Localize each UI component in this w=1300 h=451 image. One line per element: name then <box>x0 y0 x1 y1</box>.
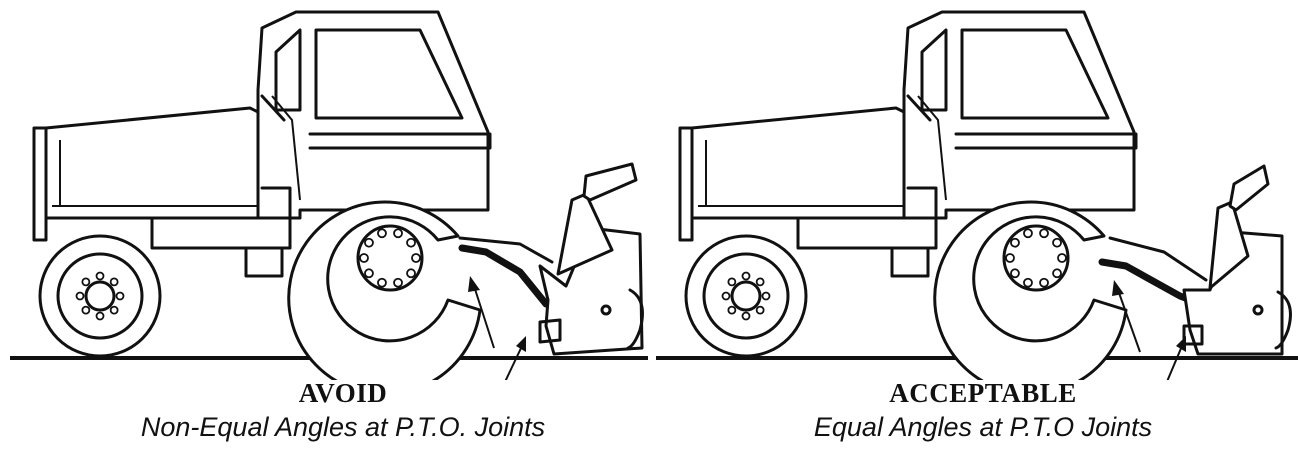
tractor-acceptable-illustration <box>650 0 1300 380</box>
lug-bolt <box>82 307 89 314</box>
rear-implement <box>1184 166 1290 354</box>
lug-bolt <box>82 278 89 285</box>
lug-bolt <box>111 278 118 285</box>
lug-bolt <box>365 269 373 277</box>
lug-bolt <box>77 293 84 300</box>
front-bumper <box>680 128 692 240</box>
rear-wheel <box>289 202 480 380</box>
lug-bolt <box>1011 239 1019 247</box>
hood <box>692 108 904 218</box>
lug-bolt <box>365 239 373 247</box>
cab <box>904 12 1134 218</box>
front-wheel <box>686 236 806 356</box>
lug-bolt <box>1024 229 1032 237</box>
rear-implement <box>540 164 642 354</box>
lug-bolt <box>743 313 750 320</box>
lug-bolt <box>378 229 386 237</box>
lug-bolt <box>757 278 764 285</box>
front-wheel <box>40 236 160 356</box>
rear-wheel-bolts <box>1006 229 1066 286</box>
lug-bolt <box>743 273 750 280</box>
avoid-subtitle: Non-Equal Angles at P.T.O. Joints <box>18 412 668 443</box>
lug-bolt <box>1006 254 1014 262</box>
lug-bolt <box>412 254 420 262</box>
lug-bolt <box>378 279 386 287</box>
lug-bolt <box>407 269 415 277</box>
lug-bolt <box>111 307 118 314</box>
lug-bolt <box>723 293 730 300</box>
front-bumper <box>34 128 46 240</box>
acceptable-title: ACCEPTABLE <box>658 378 1300 409</box>
lug-bolt <box>728 307 735 314</box>
pto-shaft <box>1102 262 1196 302</box>
rear-wheel-bolts <box>360 229 420 286</box>
chassis-step <box>892 248 928 276</box>
lug-bolt <box>763 293 770 300</box>
tractor-avoid-illustration <box>0 0 650 380</box>
lug-bolt <box>394 279 402 287</box>
lug-bolt <box>728 278 735 285</box>
lug-bolt <box>394 229 402 237</box>
lug-bolt <box>1053 239 1061 247</box>
lug-bolt <box>407 239 415 247</box>
avoid-title: AVOID <box>18 378 668 409</box>
lug-bolt <box>1024 279 1032 287</box>
lug-bolt <box>1053 269 1061 277</box>
lug-bolt <box>117 293 124 300</box>
acceptable-subtitle: Equal Angles at P.T.O Joints <box>658 412 1300 443</box>
lug-bolt <box>97 313 104 320</box>
lug-bolt <box>1040 279 1048 287</box>
acceptable-panel: ACCEPTABLE Equal Angles at P.T.O Joints <box>650 0 1300 451</box>
chassis-step <box>246 248 282 276</box>
cab <box>258 12 488 218</box>
lug-bolt <box>1011 269 1019 277</box>
lug-bolt <box>757 307 764 314</box>
rear-wheel <box>935 202 1126 380</box>
lug-bolt <box>360 254 368 262</box>
lug-bolt <box>1040 229 1048 237</box>
lug-bolt <box>1058 254 1066 262</box>
pto-shaft <box>462 248 546 304</box>
hood <box>46 108 258 218</box>
lug-bolt <box>97 273 104 280</box>
avoid-panel: AVOID Non-Equal Angles at P.T.O. Joints <box>0 0 650 451</box>
